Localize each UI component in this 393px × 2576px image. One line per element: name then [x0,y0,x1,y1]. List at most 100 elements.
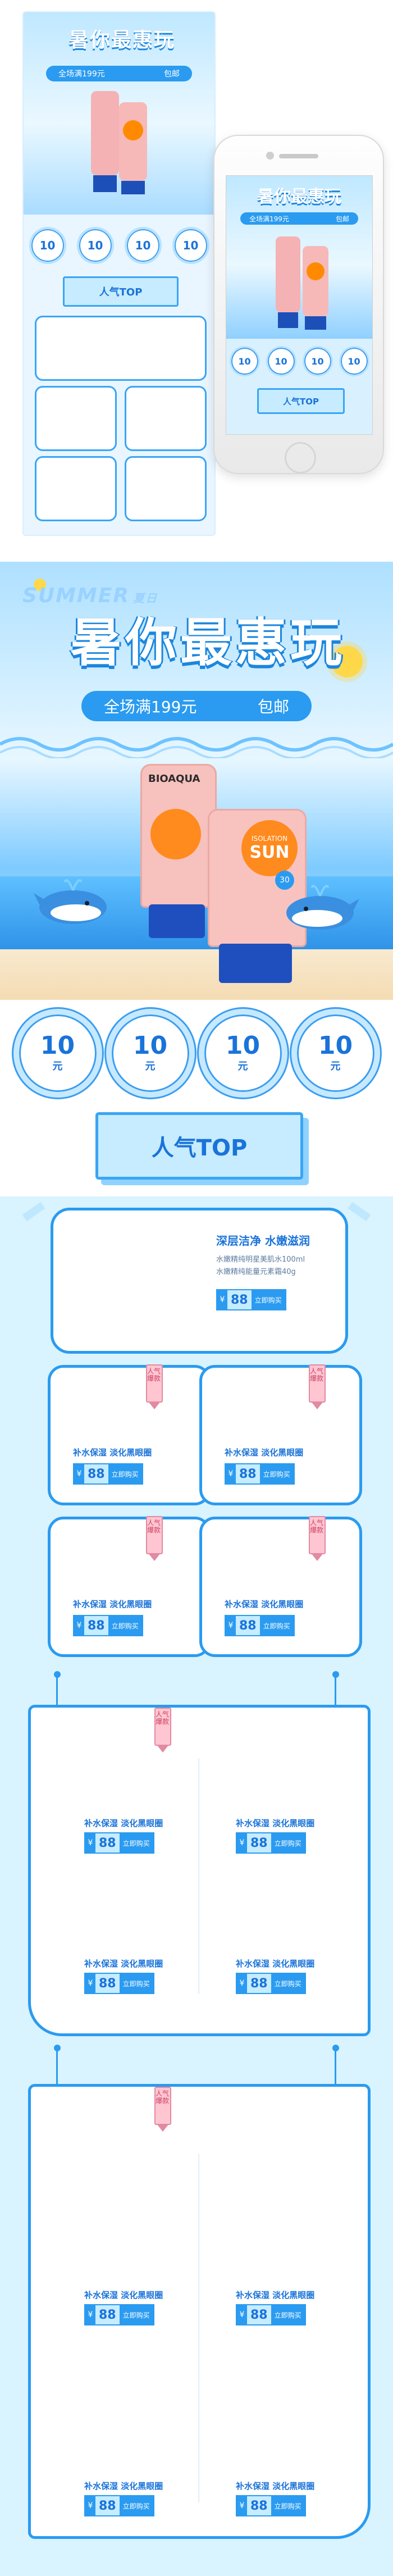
buy-button[interactable]: 立即购买 [119,1833,153,1853]
hot-tag: 人气爆款 [146,1364,163,1409]
currency-symbol: ¥ [85,1974,95,1993]
peg-icon [54,2045,61,2051]
product-text-sun: SUN [249,842,290,862]
phone-coupon-row: 10 10 10 10 [226,344,372,378]
buy-button[interactable]: 立即购买 [108,1464,142,1483]
product-brand-back: BIOAQUA [148,773,200,785]
buy-button[interactable]: 立即购买 [259,1616,294,1635]
whale-right-icon [286,885,359,930]
product-price[interactable]: ¥ 88 立即购买 [84,1973,154,1994]
product-name: 补水保湿 淡化黑眼圈 [73,1599,152,1609]
product-price[interactable]: ¥ 88 立即购买 [236,2304,306,2325]
buy-button[interactable]: 立即购买 [108,1616,142,1635]
price-amount: 88 [239,1618,257,1633]
phone-pill-right: 包邮 [335,215,349,223]
product-spf-badge: 30 [275,871,294,890]
coupon-unit: 元 [52,1061,63,1072]
mini-card[interactable] [125,386,207,451]
phone-home-button[interactable] [285,442,316,474]
currency-symbol: ¥ [237,2496,247,2515]
feature-desc-2: 水嫩精纯能量元素霜40g [216,1268,296,1276]
mini-pill-left: 全场满199元 [58,70,105,79]
mini-coupon[interactable]: 10 [124,227,162,264]
product-sun-badge-back [150,809,201,859]
price-amount: 88 [99,1836,116,1850]
preview-area: 暑你最惠玩 全场满199元 包邮 10 10 10 10 人气TOP [0,0,393,539]
product-sun-badge: ISOLATION SUN [241,820,298,876]
phone-coupon[interactable]: 10 [339,346,369,376]
hang-string [56,2050,58,2084]
mini-product-grid [35,316,207,529]
product-price[interactable]: ¥ 88 立即购买 [84,1832,154,1854]
phone-top-title: 人气TOP [257,388,345,414]
buy-button[interactable]: 立即购买 [119,2305,153,2324]
coupon-10[interactable]: 10 元 [291,1009,380,1098]
phone-mockup: 暑你最惠玩 全场满199元 包邮 10 10 10 10 人气TOP [213,135,384,474]
product-name: 补水保湿 淡化黑眼圈 [236,2290,315,2300]
product-price[interactable]: ¥ 88 立即购买 [225,1463,295,1485]
buy-button[interactable]: 立即购买 [271,2496,305,2515]
feature-card[interactable]: 深层洁净 水嫩滋润 水嫩精纯明星美肌水100ml 水嫩精纯能量元素霜40g ¥ … [51,1208,348,1354]
product-price[interactable]: ¥ 88 立即购买 [236,2495,306,2516]
mini-card[interactable] [35,386,117,451]
product-price[interactable]: ¥ 88 立即购买 [84,2304,154,2325]
product-price[interactable]: ¥ 88 立即购买 [73,1463,143,1485]
buy-button[interactable]: 立即购买 [271,2305,305,2324]
product-name: 补水保湿 淡化黑眼圈 [84,2481,163,2491]
mini-product-image [91,91,147,194]
hot-tag: 人气爆款 [309,1364,326,1409]
product-card[interactable]: 人气爆款 补水保湿 淡化黑眼圈 ¥ 88 立即购买 [199,1516,362,1657]
product-name: 补水保湿 淡化黑眼圈 [84,1818,163,1828]
product-card[interactable]: 人气爆款 补水保湿 淡化黑眼圈 ¥ 88 立即购买 [48,1364,211,1505]
product-area: ▣ ▣ ▣ 深层洁净 水嫩滋润 水嫩精纯明星美肌水100ml 水嫩精纯能量元素霜… [0,1196,393,2576]
feature-price[interactable]: ¥ 88 立即购买 [216,1289,286,1310]
phone-coupon[interactable]: 10 [302,346,333,376]
phone-coupon[interactable]: 10 [229,346,260,376]
phone-pill-left: 全场满199元 [249,215,289,223]
buy-button[interactable]: 立即购买 [119,2496,153,2515]
price-amount: 88 [250,1836,268,1850]
phone-product-image [276,236,328,330]
price-amount: 88 [88,1467,105,1481]
promo-pill-left: 全场满199元 [104,698,197,716]
product-cap-front [219,944,292,983]
tape-decoration [348,1201,371,1222]
buy-button[interactable]: 立即购买 [271,1833,305,1853]
mini-card[interactable] [35,316,207,381]
product-price[interactable]: ¥ 88 立即购买 [84,2495,154,2516]
phone-promo-pill: 全场满199元 包邮 [240,212,358,225]
hanging-card-2: 人气爆款 补水保湿 淡化黑眼圈 ¥ 88 立即购买 补水保湿 淡化黑眼圈 ¥ 8… [28,2084,371,2539]
currency-symbol: ¥ [74,1464,84,1483]
currency-symbol: ¥ [226,1464,236,1483]
currency-symbol: ¥ [85,2496,95,2515]
buy-button[interactable]: 立即购买 [271,1974,305,1993]
phone-coupon[interactable]: 10 [266,346,296,376]
product-price[interactable]: ¥ 88 立即购买 [236,1832,306,1854]
price-amount: 88 [250,2308,268,2322]
buy-button[interactable]: 立即购买 [259,1464,294,1483]
mini-card[interactable] [35,456,117,521]
mini-coupon[interactable]: 10 [76,227,114,264]
currency-symbol: ¥ [85,1833,95,1853]
product-price[interactable]: ¥ 88 立即购买 [73,1615,143,1636]
product-card[interactable]: 人气爆款 补水保湿 淡化黑眼圈 ¥ 88 立即购买 [48,1516,211,1657]
coupon-10[interactable]: 10 元 [13,1009,102,1098]
hot-tag: 人气爆款 [309,1516,326,1561]
product-card[interactable]: 人气爆款 补水保湿 淡化黑眼圈 ¥ 88 立即购买 [199,1364,362,1505]
coupon-10[interactable]: 10 元 [106,1009,195,1098]
coupon-10[interactable]: 10 元 [198,1009,287,1098]
product-cap-back [149,904,205,938]
section-title-top: 人气TOP [95,1112,303,1180]
feature-name: 深层洁净 水嫩滋润 [216,1234,310,1248]
divider [198,2154,199,2502]
mini-coupon[interactable]: 10 [172,227,209,264]
buy-button[interactable]: 立即购买 [119,1974,153,1993]
buy-button[interactable]: 立即购买 [251,1290,285,1309]
mini-coupon[interactable]: 10 [29,227,66,264]
product-price[interactable]: ¥ 88 立即购买 [225,1615,295,1636]
product-price[interactable]: ¥ 88 立即购买 [236,1973,306,1994]
mini-card[interactable] [125,456,207,521]
coupon-row: 10 元 10 元 10 元 10 元 [0,1009,393,1098]
